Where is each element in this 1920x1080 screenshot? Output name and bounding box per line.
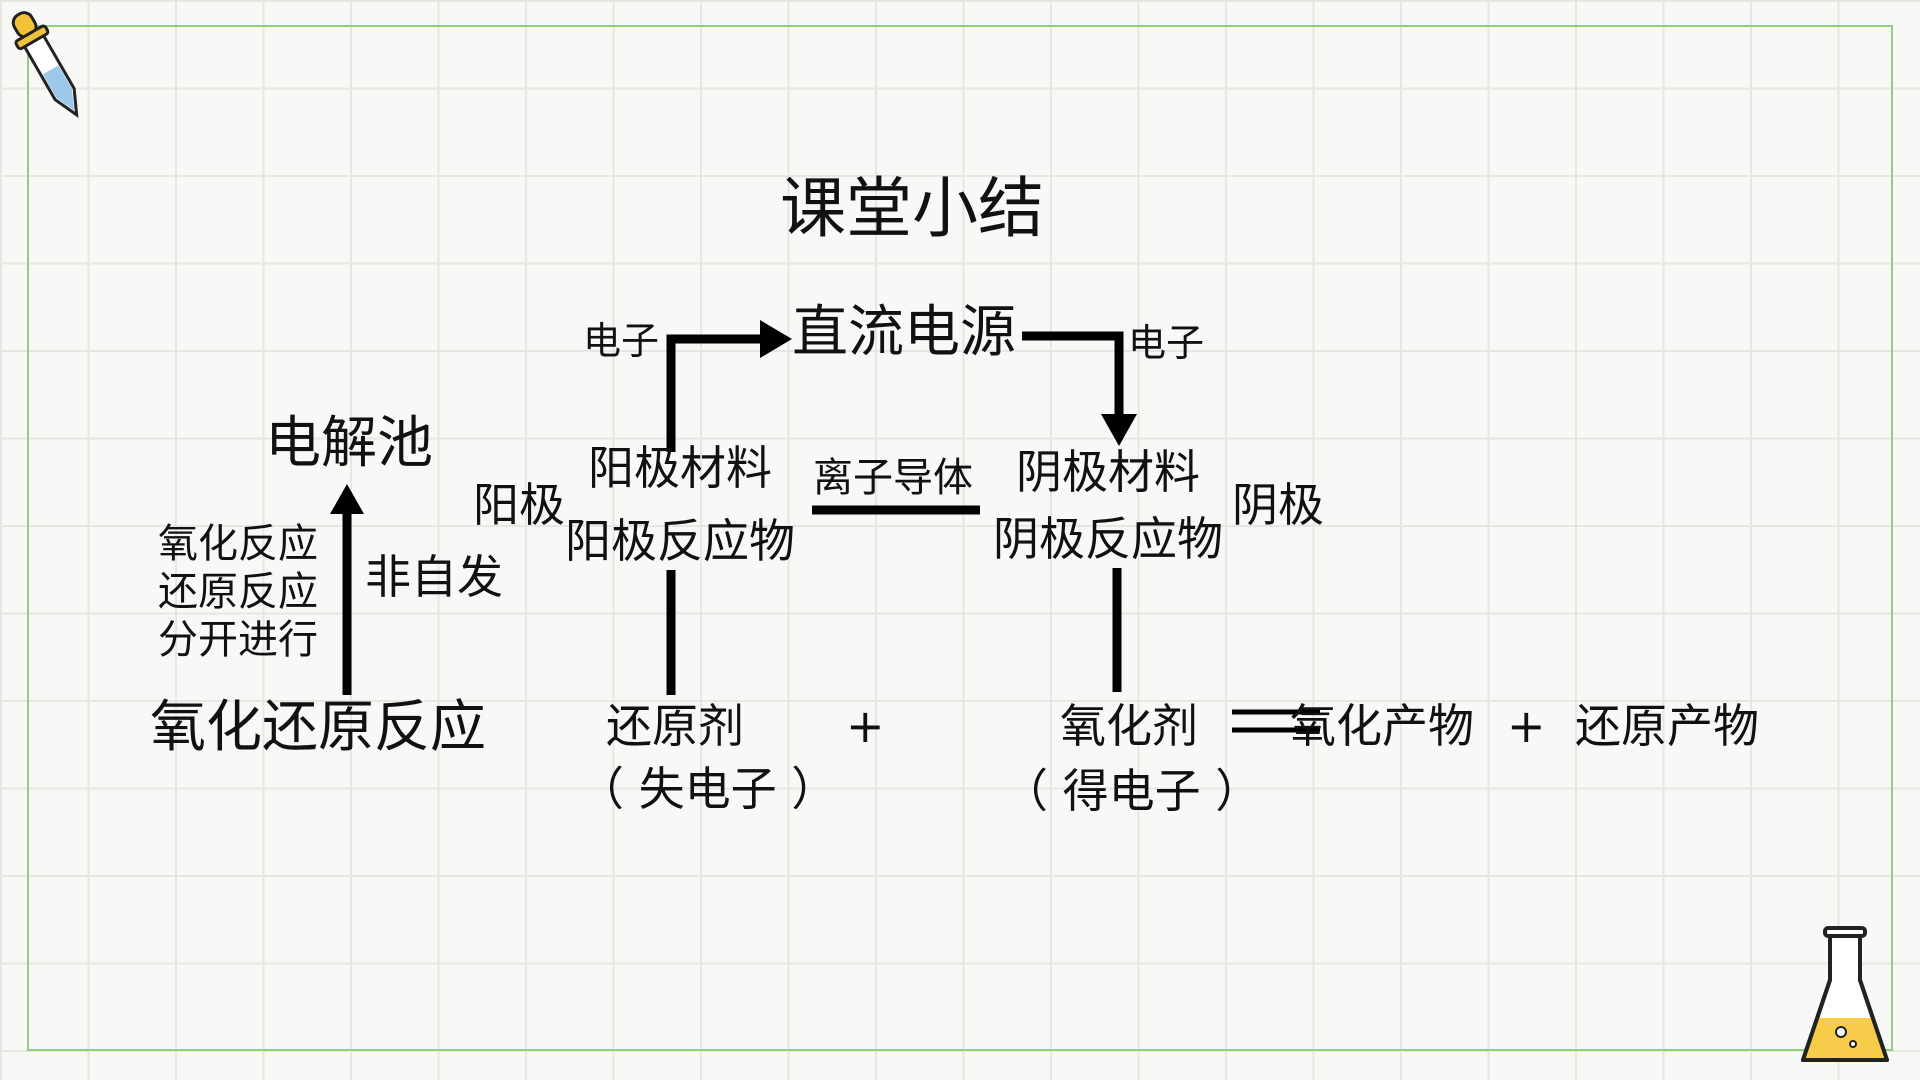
oxidizing-agent: 氧化剂	[1060, 699, 1198, 753]
lose-electrons: （ 失电子 ）	[578, 762, 838, 816]
page-title: 课堂小结	[780, 170, 1044, 247]
anode-material: 阳极材料	[588, 441, 772, 495]
non-spontaneous: 非自发	[365, 550, 503, 604]
reducing-agent: 还原剂	[606, 699, 744, 753]
gain-electrons: （ 得电子 ）	[1002, 764, 1262, 818]
page-frame	[27, 25, 1893, 1051]
anode-reactant: 阳极反应物	[565, 514, 795, 568]
electrolytic-cell: 电解池	[265, 411, 433, 476]
separate-line-2: 还原反应	[158, 569, 318, 615]
separate-line-1: 氧化反应	[158, 521, 318, 567]
cathode-label: 阴极	[1232, 478, 1324, 532]
flask-icon	[1801, 926, 1889, 1062]
cathode-material: 阴极材料	[1016, 445, 1200, 499]
electron-label-left: 电子	[583, 319, 660, 363]
anode-label: 阳极	[473, 478, 565, 532]
plus-sign-2: +	[1507, 699, 1546, 753]
redox-reaction: 氧化还原反应	[150, 695, 486, 760]
cathode-reactant: 阴极反应物	[993, 512, 1223, 566]
separate-line-3: 分开进行	[158, 617, 318, 663]
ion-conductor: 离子导体	[813, 455, 973, 501]
electron-label-right: 电子	[1128, 321, 1205, 365]
plus-sign-1: +	[846, 699, 885, 753]
dropper-icon	[11, 11, 79, 118]
reduction-product: 还原产物	[1575, 699, 1759, 753]
oxidation-product: 氧化产物	[1290, 699, 1474, 753]
dc-power-supply: 直流电源	[792, 300, 1016, 365]
